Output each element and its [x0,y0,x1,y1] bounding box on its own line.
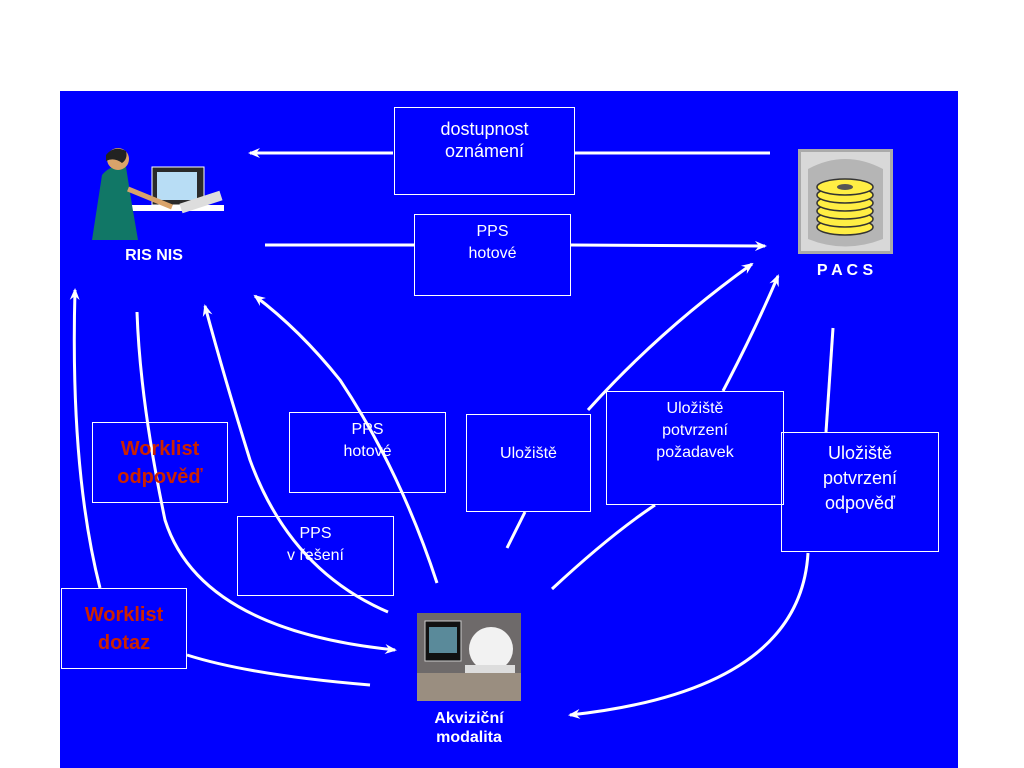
pps-done-top-line1: PPS [476,223,509,240]
arrow-commit-request-low [550,503,656,591]
availability-line2: oznámení [444,141,525,161]
storage-commit-request-line1: Uložiště [666,400,724,417]
operator-at-computer-icon [92,145,224,240]
worklist-query-line1: Worklist [84,603,164,626]
pps-in-progress-line1: PPS [299,525,332,542]
ris-label-line2: NIS [156,247,183,264]
storage-commit-request-line3: požadavek [656,444,734,461]
modality-label: Akviziční modalita [410,709,528,747]
worklist-query-box: Worklist dotaz [61,588,187,669]
arrow-storage-low [505,511,527,549]
arrow-pps-progress [202,304,389,614]
ris-label-line1: RIS [125,247,152,264]
pps-in-progress-box: PPS v řešení [237,516,394,596]
storage-commit-response-line2: potvrzení [822,468,898,488]
pps-done-mid-box: PPS hotové [289,412,446,493]
disk-storage-icon [798,149,893,254]
pps-done-top-line2: hotové [468,245,517,262]
acquisition-device-icon [417,613,521,701]
worklist-response-line2: odpověď [117,465,203,488]
arrow-commit-response [568,552,810,719]
availability-line1: dostupnost [440,119,529,139]
arrow-worklist-query [186,653,371,687]
arrow-storage [586,262,754,412]
arrow-commit-response-top [824,327,835,433]
arrow-worklist-response [135,311,397,654]
storage-commit-response-line1: Uložiště [827,443,893,463]
pacs-label: P A C S [816,262,874,279]
storage-box: Uložiště [466,414,591,512]
worklist-response-line1: Worklist [120,437,200,460]
pps-in-progress-line2: v řešení [287,547,344,564]
pps-done-mid-line1: PPS [351,421,384,438]
arrow-worklist-query-up [69,288,102,589]
availability-notification-box: dostupnost oznámení [394,107,575,195]
storage-commit-response-box: Uložiště potvrzení odpověď [781,432,939,552]
arrow-pps-mid [253,294,439,584]
storage-commit-response-line3: odpověď [824,493,896,513]
arrow-pps-top-right [570,240,767,251]
ris-label: RIS NIS [124,246,184,265]
modality-label-line2: modalita [436,729,502,746]
pps-done-mid-line2: hotové [343,443,392,460]
modality-label-line1: Akviziční [434,710,504,727]
pps-done-top-box: PPS hotové [414,214,571,296]
storage-commit-request-box: Uložiště potvrzení požadavek [606,391,784,505]
worklist-query-line2: dotaz [97,631,151,654]
arrow-commit-request [721,274,780,392]
worklist-response-box: Worklist odpověď [92,422,228,503]
storage-commit-request-line2: potvrzení [662,422,728,439]
storage-line1: Uložiště [500,445,557,462]
